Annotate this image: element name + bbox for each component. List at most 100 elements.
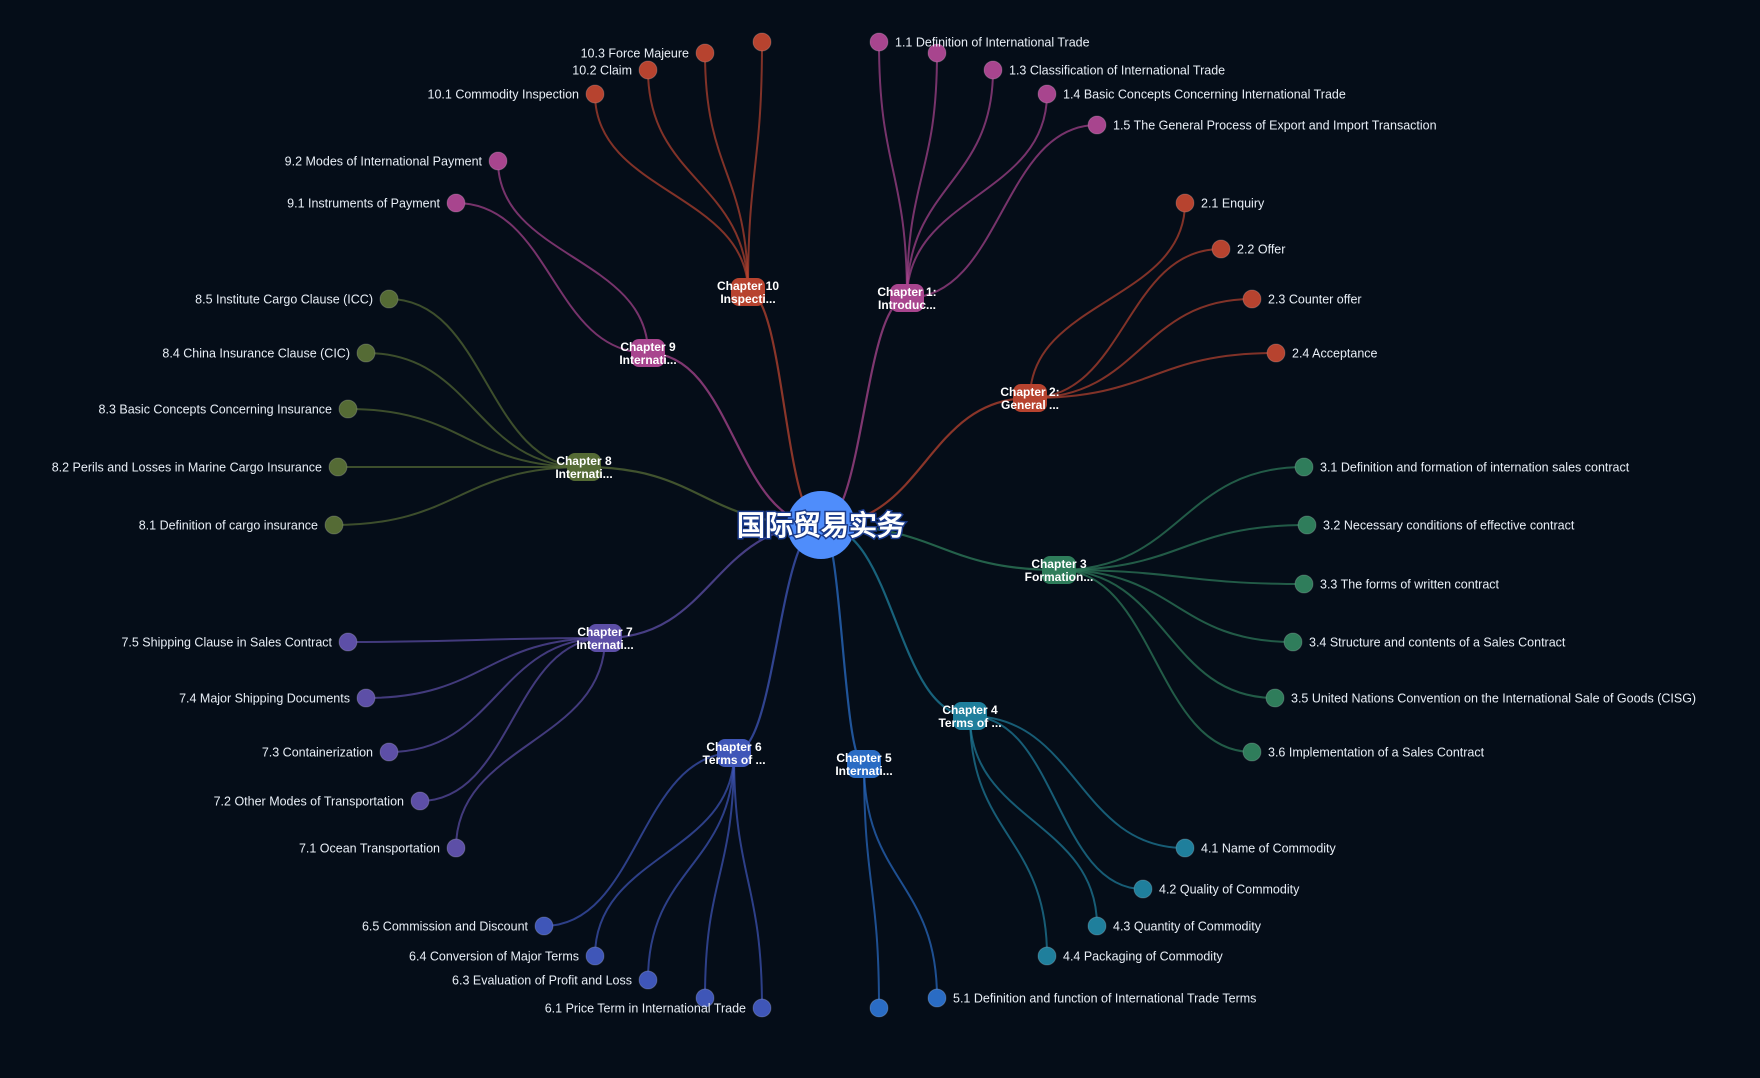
topic-label[interactable]: 2.1 Enquiry [1201, 197, 1265, 211]
topic-label[interactable]: 7.3 Containerization [262, 746, 373, 760]
chapter-node-ch5[interactable] [847, 750, 881, 778]
topic-label[interactable]: 4.1 Name of Commodity [1201, 842, 1337, 856]
chapter-label-line1[interactable]: Chapter 3 [1031, 557, 1087, 571]
chapter-label-line1[interactable]: Chapter 10 [717, 279, 779, 293]
topic-label[interactable]: 10.1 Commodity Inspection [428, 88, 580, 102]
chapter-label-line2[interactable]: Terms of ... [702, 753, 765, 767]
topic-label[interactable]: 7.4 Major Shipping Documents [179, 692, 350, 706]
topic-node[interactable] [927, 988, 947, 1008]
topic-label[interactable]: 8.3 Basic Concepts Concerning Insurance [99, 403, 333, 417]
chapter-node-ch9[interactable] [631, 339, 665, 367]
topic-node[interactable] [356, 688, 376, 708]
topic-label[interactable]: 1.3 Classification of International Trad… [1009, 64, 1225, 78]
topic-node[interactable] [410, 791, 430, 811]
topic-label[interactable]: 1.4 Basic Concepts Concerning Internatio… [1063, 88, 1346, 102]
topic-node[interactable] [534, 916, 554, 936]
topic-label[interactable]: 8.5 Institute Cargo Clause (ICC) [195, 293, 373, 307]
topic-node[interactable] [638, 60, 658, 80]
chapter-label-line1[interactable]: Chapter 6 [706, 740, 762, 754]
topic-label[interactable]: 7.2 Other Modes of Transportation [214, 795, 404, 809]
topic-label[interactable]: 10.2 Claim [572, 64, 632, 78]
topic-node[interactable] [695, 43, 715, 63]
topic-node[interactable] [1242, 289, 1262, 309]
topic-node[interactable] [585, 84, 605, 104]
topic-node[interactable] [1294, 457, 1314, 477]
topic-node[interactable] [1175, 193, 1195, 213]
chapter-label-line1[interactable]: Chapter 1: [877, 285, 936, 299]
topic-node[interactable] [1297, 515, 1317, 535]
topic-label[interactable]: 6.1 Price Term in International Trade [545, 1002, 746, 1016]
chapter-label-line2[interactable]: Internati... [835, 764, 892, 778]
topic-node[interactable] [1037, 946, 1057, 966]
topic-label[interactable]: 8.2 Perils and Losses in Marine Cargo In… [52, 461, 322, 475]
chapter-node-ch6[interactable] [717, 739, 751, 767]
chapter-node-ch8[interactable] [567, 453, 601, 481]
topic-label[interactable]: 5.1 Definition and function of Internati… [953, 992, 1256, 1006]
topic-node[interactable] [488, 151, 508, 171]
topic-label[interactable]: 2.3 Counter offer [1268, 293, 1362, 307]
topic-label[interactable]: 3.3 The forms of written contract [1320, 578, 1500, 592]
topic-node[interactable] [338, 399, 358, 419]
chapter-node-ch10[interactable] [731, 278, 765, 306]
topic-label[interactable]: 7.5 Shipping Clause in Sales Contract [121, 636, 332, 650]
chapter-label-line1[interactable]: Chapter 7 [577, 625, 633, 639]
root-label[interactable]: 国际贸易实务 [735, 508, 906, 543]
chapter-label-line2[interactable]: Internati... [576, 638, 633, 652]
topic-label[interactable]: 3.4 Structure and contents of a Sales Co… [1309, 636, 1566, 650]
topic-node[interactable] [446, 193, 466, 213]
chapter-label-line1[interactable]: Chapter 8 [556, 454, 612, 468]
chapter-node-ch3[interactable] [1042, 556, 1076, 584]
chapter-node-ch4[interactable] [953, 702, 987, 730]
topic-label[interactable]: 3.6 Implementation of a Sales Contract [1268, 746, 1485, 760]
chapter-node-ch2[interactable] [1013, 384, 1047, 412]
topic-label[interactable]: 6.3 Evaluation of Profit and Loss [452, 974, 632, 988]
topic-node[interactable] [328, 457, 348, 477]
topic-label[interactable]: 1.1 Definition of International Trade [895, 36, 1090, 50]
topic-label[interactable]: 7.1 Ocean Transportation [299, 842, 440, 856]
topic-label[interactable]: 8.4 China Insurance Clause (CIC) [162, 347, 350, 361]
topic-node[interactable] [1087, 115, 1107, 135]
topic-node[interactable] [338, 632, 358, 652]
topic-node[interactable] [638, 970, 658, 990]
chapter-label-line1[interactable]: Chapter 4 [942, 703, 998, 717]
topic-label[interactable]: 2.4 Acceptance [1292, 347, 1378, 361]
topic-node[interactable] [983, 60, 1003, 80]
chapter-label-line2[interactable]: Formation... [1025, 570, 1094, 584]
topic-node[interactable] [1242, 742, 1262, 762]
topic-node[interactable] [695, 988, 715, 1008]
topic-label[interactable]: 4.2 Quality of Commodity [1159, 883, 1300, 897]
topic-node[interactable] [1037, 84, 1057, 104]
topic-node[interactable] [356, 343, 376, 363]
topic-node[interactable] [1283, 632, 1303, 652]
topic-label[interactable]: 4.4 Packaging of Commodity [1063, 950, 1224, 964]
topic-node[interactable] [1133, 879, 1153, 899]
topic-label[interactable]: 2.2 Offer [1237, 243, 1285, 257]
topic-node[interactable] [585, 946, 605, 966]
topic-node[interactable] [1266, 343, 1286, 363]
chapter-label-line2[interactable]: Terms of ... [938, 716, 1001, 730]
topic-node[interactable] [324, 515, 344, 535]
topic-label[interactable]: 6.5 Commission and Discount [362, 920, 529, 934]
chapter-node-ch1[interactable] [890, 284, 924, 312]
chapter-label-line1[interactable]: Chapter 9 [620, 340, 676, 354]
topic-label[interactable]: 9.1 Instruments of Payment [287, 197, 440, 211]
topic-node[interactable] [869, 32, 889, 52]
topic-label[interactable]: 10.3 Force Majeure [581, 47, 689, 61]
topic-label[interactable]: 1.5 The General Process of Export and Im… [1113, 119, 1437, 133]
topic-node[interactable] [1294, 574, 1314, 594]
chapter-label-line2[interactable]: Internati... [619, 353, 676, 367]
topic-label[interactable]: 8.1 Definition of cargo insurance [139, 519, 318, 533]
topic-node[interactable] [752, 998, 772, 1018]
topic-node[interactable] [869, 998, 889, 1018]
chapter-node-ch7[interactable] [588, 624, 622, 652]
root-node[interactable] [787, 491, 855, 559]
topic-label[interactable]: 3.1 Definition and formation of internat… [1320, 461, 1630, 475]
chapter-label-line2[interactable]: Inspecti... [720, 292, 775, 306]
topic-label[interactable]: 3.5 United Nations Convention on the Int… [1291, 692, 1696, 706]
topic-label[interactable]: 4.3 Quantity of Commodity [1113, 920, 1262, 934]
topic-node[interactable] [752, 32, 772, 52]
topic-node[interactable] [379, 742, 399, 762]
topic-node[interactable] [1175, 838, 1195, 858]
topic-label[interactable]: 3.2 Necessary conditions of effective co… [1323, 519, 1575, 533]
chapter-label-line2[interactable]: General ... [1001, 398, 1059, 412]
